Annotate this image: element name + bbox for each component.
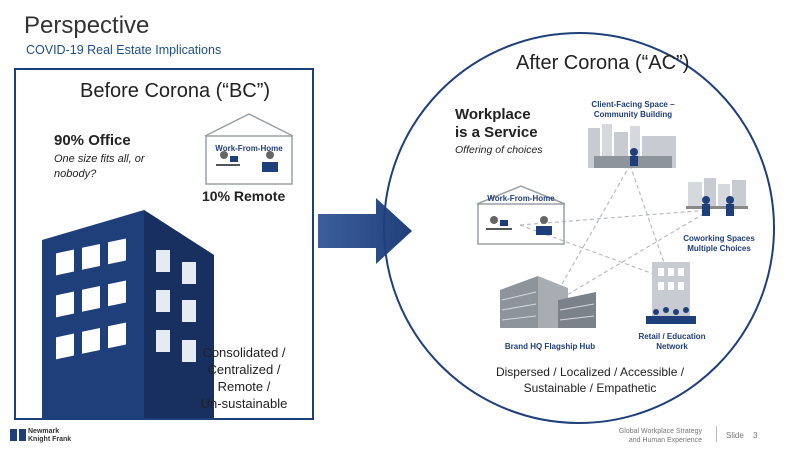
newmark-logo-icon (10, 429, 26, 441)
retail-education-label: Retail / Education Network (632, 332, 712, 352)
logo-line-2: Knight Frank (28, 436, 72, 443)
footer-note-line-1: Global Workplace Strategy (618, 428, 702, 435)
client-facing-line-1: Client-Facing Space – (591, 100, 675, 109)
wfh-label-ac: Work-From-Home (487, 194, 555, 203)
retail-line-2: Network (656, 342, 688, 351)
work-from-home-house-icon (476, 185, 566, 245)
page-subtitle: COVID-19 Real Estate Implications (26, 43, 222, 57)
office-building-icon (42, 210, 214, 418)
before-corona-panel: Before Corona (“BC”) 90% Office One size… (14, 68, 314, 420)
ac-footer-line-2: Sustainable / Empathetic (523, 381, 657, 395)
work-from-home-house-icon (204, 113, 294, 185)
client-facing-space-icon (588, 124, 676, 168)
retail-line-1: Retail / Education (638, 332, 706, 341)
retail-education-building-icon (646, 262, 696, 324)
footer-note: Global Workplace Strategy and Human Expe… (612, 427, 702, 445)
slide-number: 3 (753, 431, 758, 440)
workplace-subline: Offering of choices (455, 144, 543, 156)
before-corona-footer: Consolidated / Centralized / Remote / Un… (184, 344, 304, 412)
client-facing-label: Client-Facing Space – Community Building (588, 100, 678, 120)
bc-footer-line: Consolidated / (202, 345, 286, 360)
workplace-headline: Workplace is a Service (455, 106, 538, 142)
ac-footer-line-1: Dispersed / Localized / Accessible / (495, 365, 685, 379)
bc-footer-line: Un-sustainable (200, 396, 288, 411)
coworking-spaces-icon (686, 178, 748, 216)
slide-label: Slide (726, 431, 744, 440)
remote-percentage: 10% Remote (202, 188, 286, 204)
bc-footer-line: Remote / (217, 379, 271, 394)
brand-hq-building-icon (500, 276, 596, 328)
wfh-label-bc: Work-From-Home (215, 144, 283, 153)
after-corona-footer: Dispersed / Localized / Accessible / Sus… (470, 364, 710, 396)
network-connection-lines (519, 164, 711, 306)
after-corona-circle (383, 32, 775, 424)
office-subtitle: One size fits all, or nobody? (54, 153, 145, 180)
headline-line-1: Workplace (455, 106, 531, 123)
after-corona-title: After Corona (“AC”) (516, 52, 690, 74)
before-corona-title: Before Corona (“BC”) (80, 80, 271, 102)
coworking-line-1: Coworking Spaces (683, 234, 755, 243)
page-title: Perspective (24, 12, 150, 39)
client-facing-line-2: Community Building (593, 110, 673, 119)
footer-divider (716, 426, 717, 442)
logo-line-1: Newmark (28, 428, 60, 435)
office-percentage: 90% Office (54, 132, 131, 149)
coworking-label: Coworking Spaces Multiple Choices (680, 234, 758, 254)
company-logo-text: Newmark Knight Frank (28, 428, 71, 444)
coworking-line-2: Multiple Choices (687, 244, 751, 253)
footer-note-line-2: and Human Experience (628, 437, 702, 444)
headline-line-2: is a Service (455, 124, 538, 141)
brand-hq-label: Brand HQ Flagship Hub (504, 342, 596, 351)
bc-footer-line: Centralized / (207, 362, 281, 377)
